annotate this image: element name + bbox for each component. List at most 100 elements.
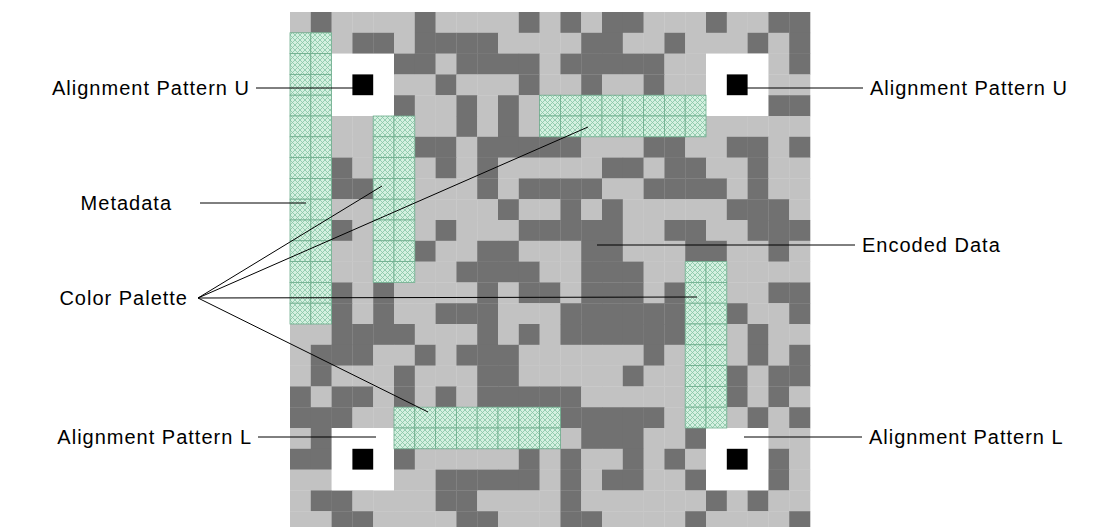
cell [560,220,581,241]
cell [789,407,810,428]
cell [623,54,644,75]
cell [748,324,769,345]
cell [727,74,748,95]
cell [602,282,623,303]
cell [623,386,644,407]
cell [644,199,665,220]
cell [664,490,685,511]
cell [602,428,623,449]
cell [623,33,644,54]
cell [602,449,623,470]
cell [664,449,685,470]
cell [498,116,519,137]
cell [373,282,394,303]
cell [519,116,540,137]
cell [706,324,727,345]
cell [540,324,561,345]
cell [644,95,665,116]
cell [685,12,706,33]
cell [373,324,394,345]
cell [768,199,789,220]
cell [560,116,581,137]
cell [727,241,748,262]
cell [685,262,706,283]
cell [727,12,748,33]
cell [768,366,789,387]
cell [477,511,498,527]
cell [644,303,665,324]
cell [789,158,810,179]
cell [706,199,727,220]
cell [664,33,685,54]
cell [789,282,810,303]
cell [748,262,769,283]
cell [685,407,706,428]
cell [748,158,769,179]
cell [602,366,623,387]
cell [644,262,665,283]
cell [644,490,665,511]
cell [748,220,769,241]
cell [311,95,332,116]
cell [477,449,498,470]
cell [644,116,665,137]
cell [394,345,415,366]
cell [456,199,477,220]
cell [332,178,353,199]
cell [415,116,436,137]
cell [664,178,685,199]
callout-label: Alignment Pattern L [869,425,1064,449]
leader-lines [198,88,863,437]
cell [602,220,623,241]
cell [602,116,623,137]
cell [768,12,789,33]
cell [394,407,415,428]
cell [685,366,706,387]
cell [373,490,394,511]
cell [748,137,769,158]
cell [373,511,394,527]
cell [498,470,519,491]
cell [560,490,581,511]
cell [748,199,769,220]
cell [311,303,332,324]
cell [415,137,436,158]
cell [560,54,581,75]
cell [560,137,581,158]
cell [290,366,311,387]
cell [394,74,415,95]
cell [644,324,665,345]
cell [456,345,477,366]
cell [623,12,644,33]
cell [394,428,415,449]
cell [415,241,436,262]
cell [644,12,665,33]
cell [456,407,477,428]
cell [394,511,415,527]
cell [727,282,748,303]
cell [311,178,332,199]
cell [706,220,727,241]
cell [602,470,623,491]
cell [311,54,332,75]
cell [540,95,561,116]
cell [581,33,602,54]
cell [664,116,685,137]
cell [789,386,810,407]
cell [519,407,540,428]
cell [519,220,540,241]
cell [456,449,477,470]
cell [644,282,665,303]
cell [664,95,685,116]
cell [623,158,644,179]
cell [498,303,519,324]
cell [789,366,810,387]
cell [789,74,810,95]
cell [352,490,373,511]
cell [664,137,685,158]
cell [664,470,685,491]
cell [706,490,727,511]
cell [436,282,457,303]
cell [477,241,498,262]
cell [560,345,581,366]
